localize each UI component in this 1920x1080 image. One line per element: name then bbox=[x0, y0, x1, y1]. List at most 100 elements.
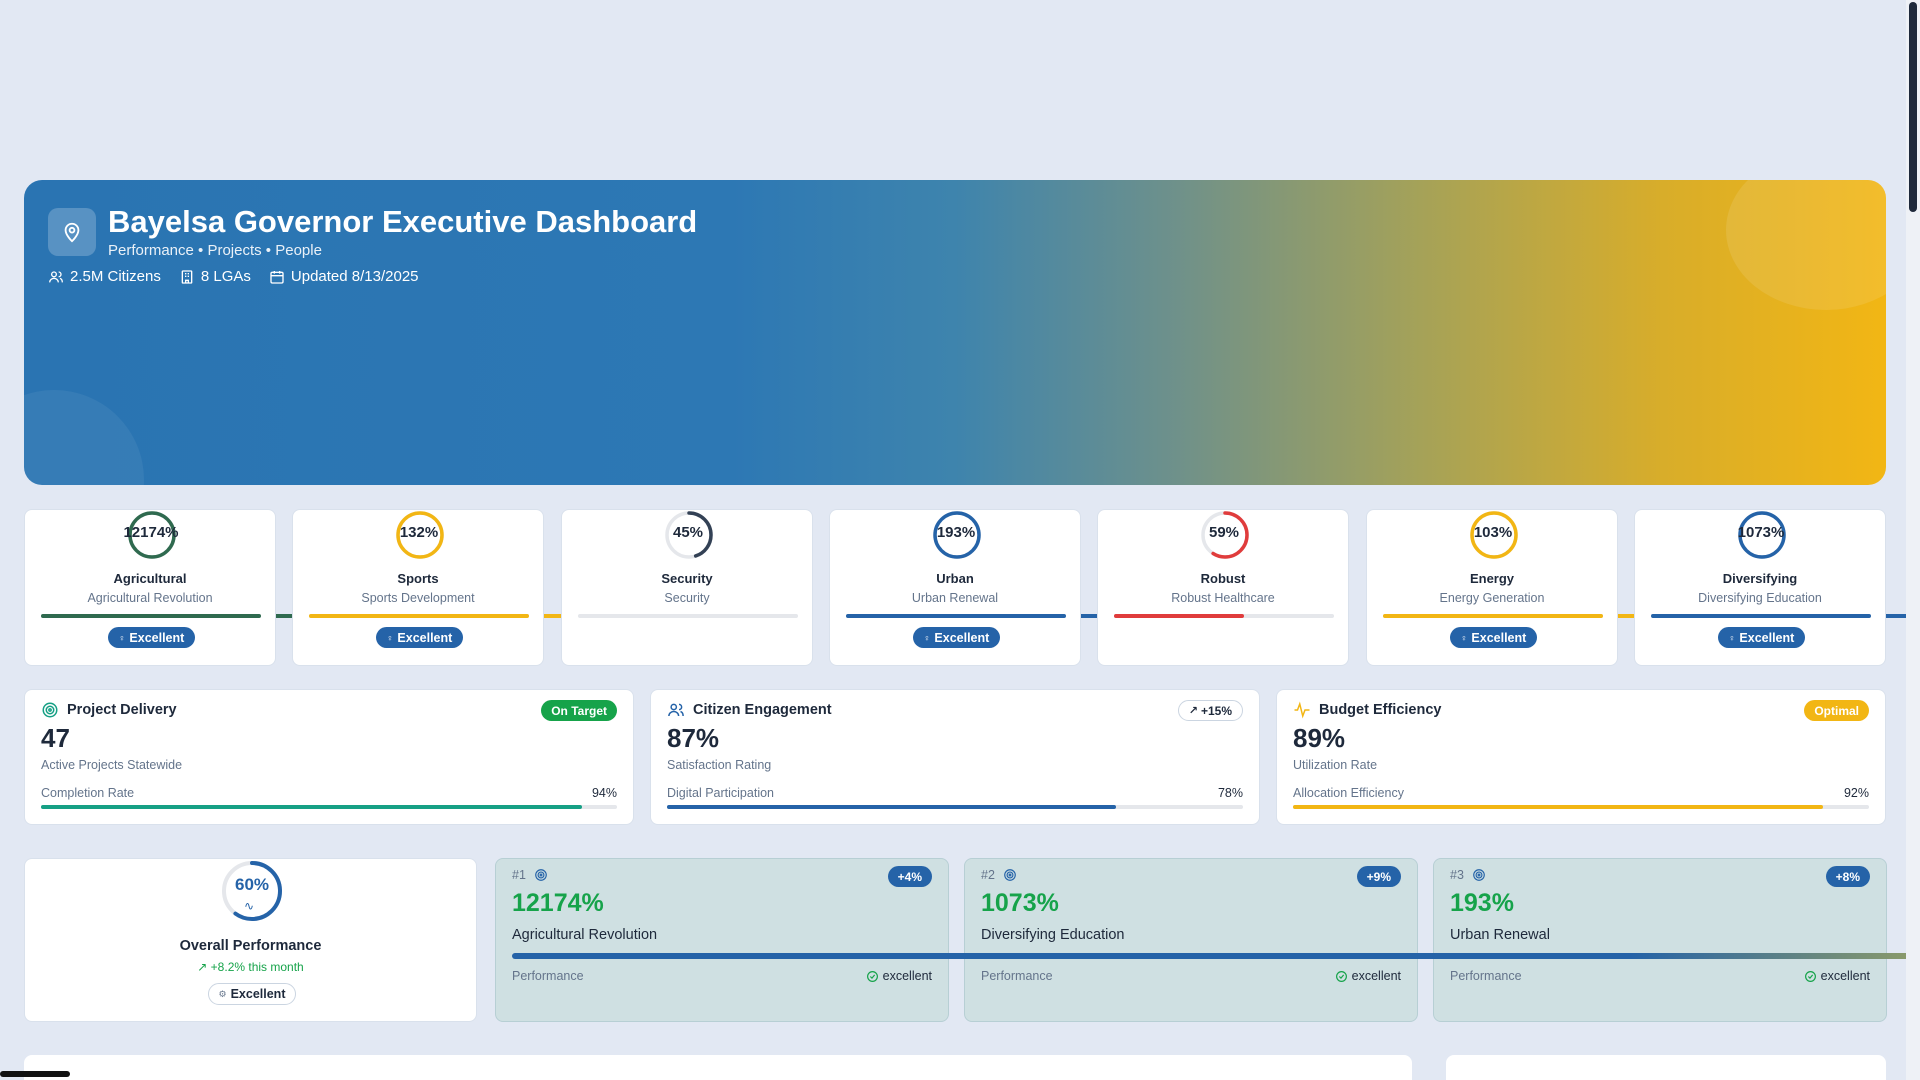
vertical-scrollbar[interactable] bbox=[1906, 0, 1920, 1080]
progress-fill bbox=[41, 805, 583, 809]
progress-overflow bbox=[1618, 614, 1636, 618]
status-badge: ♀Excellent bbox=[1450, 627, 1537, 648]
change-badge: ↗ +15% bbox=[1177, 700, 1243, 721]
overall-title: Overall Performance bbox=[179, 938, 322, 954]
overflow-progress-bar bbox=[512, 953, 1910, 959]
overall-value: 60% bbox=[234, 875, 270, 894]
overall-performance-card[interactable]: 60% ∿ Overall Performance ↗ +8.2% this m… bbox=[24, 858, 477, 1022]
category-value: 1073% bbox=[1737, 524, 1785, 541]
category-value: 132% bbox=[399, 524, 439, 541]
rating-text: excellent bbox=[882, 969, 932, 983]
progress-fill bbox=[41, 614, 261, 618]
bottom-panel-right bbox=[1446, 1055, 1886, 1080]
target-icon bbox=[1473, 869, 1485, 881]
rank-label: #2 bbox=[981, 868, 1017, 882]
page-title: Bayelsa Governor Executive Dashboard bbox=[108, 204, 698, 239]
progress-track bbox=[309, 614, 529, 618]
category-gauge bbox=[1470, 511, 1518, 559]
citizens-stat: 2.5M Citizens bbox=[48, 268, 161, 285]
target-icon bbox=[42, 702, 58, 718]
top-performer-card[interactable]: #1 +4% 12174% Agricultural Revolution Pe… bbox=[495, 858, 949, 1022]
rank-label: #3 bbox=[1450, 868, 1486, 882]
status-badge: ♀Excellent bbox=[376, 627, 463, 648]
status-badge: ♀Excellent bbox=[108, 627, 195, 648]
bottom-panel-left bbox=[24, 1055, 1412, 1080]
calendar-icon bbox=[270, 270, 284, 284]
progress-track bbox=[1383, 614, 1603, 618]
progress-track bbox=[578, 614, 798, 618]
metric-bar-label: Allocation Efficiency bbox=[1293, 786, 1404, 800]
performer-value: 12174% bbox=[512, 889, 604, 917]
status-badge-text: Excellent bbox=[1471, 630, 1527, 645]
rating-text: excellent bbox=[1351, 969, 1401, 983]
performer-name: Urban Renewal bbox=[1450, 927, 1550, 943]
check-circle-icon bbox=[1335, 970, 1347, 982]
award-icon: ♀ bbox=[1728, 632, 1736, 643]
trending-up-icon: ↗ bbox=[197, 960, 208, 974]
award-icon: ♀ bbox=[386, 632, 394, 643]
award-icon: ♀ bbox=[1460, 632, 1468, 643]
award-icon: ⚙ bbox=[218, 988, 227, 999]
progress-track bbox=[1114, 614, 1334, 618]
status-badge-text: Excellent bbox=[1739, 630, 1795, 645]
top-performer-card[interactable]: #3 +8% 193% Urban Renewal Performance ex… bbox=[1433, 858, 1887, 1022]
metric-caption: Satisfaction Rating bbox=[667, 758, 772, 772]
progress-track bbox=[667, 805, 1243, 809]
project-delivery-card[interactable]: Project Delivery On Target 47 Active Pro… bbox=[24, 689, 634, 825]
category-subtitle: Security bbox=[664, 591, 710, 605]
lgas-count: 8 LGAs bbox=[200, 268, 251, 285]
metric-bar-percent: 78% bbox=[1217, 786, 1243, 800]
progress-fill bbox=[1293, 805, 1823, 809]
performer-value: 1073% bbox=[981, 889, 1059, 917]
metric-title: Citizen Engagement bbox=[667, 701, 832, 719]
performance-label: Performance bbox=[512, 969, 584, 983]
lgas-stat: 8 LGAs bbox=[179, 268, 251, 285]
updated-date: Updated 8/13/2025 bbox=[290, 268, 419, 285]
citizen-engagement-card[interactable]: Citizen Engagement ↗ +15% 87% Satisfacti… bbox=[650, 689, 1260, 825]
progress-fill bbox=[1651, 614, 1871, 618]
category-subtitle: Diversifying Education bbox=[1698, 591, 1822, 605]
award-icon: ♀ bbox=[118, 632, 126, 643]
category-value: 12174% bbox=[123, 524, 179, 541]
overall-change: ↗ +8.2% this month bbox=[25, 960, 476, 974]
check-circle-icon bbox=[1804, 970, 1816, 982]
progress-overflow bbox=[1081, 614, 1099, 618]
progress-fill bbox=[1114, 614, 1244, 618]
metric-bar-percent: 92% bbox=[1843, 786, 1869, 800]
category-subtitle: Sports Development bbox=[361, 591, 475, 605]
status-badge-text: Excellent bbox=[397, 630, 453, 645]
updated-stat: Updated 8/13/2025 bbox=[269, 268, 419, 285]
performance-label: Performance bbox=[981, 969, 1053, 983]
header-meta: 2.5M Citizens 8 LGAs Updated 8/13/2025 bbox=[48, 268, 419, 285]
horizontal-scrollbar-thumb[interactable] bbox=[0, 1071, 70, 1077]
citizens-count: 2.5M Citizens bbox=[70, 268, 161, 285]
performance-rating: excellent bbox=[866, 969, 932, 983]
metric-title: Project Delivery bbox=[41, 701, 177, 719]
metric-value: 87% bbox=[667, 723, 720, 753]
top-performer-card[interactable]: #2 +9% 1073% Diversifying Education Perf… bbox=[964, 858, 1418, 1022]
category-value: 103% bbox=[1473, 524, 1513, 541]
check-circle-icon bbox=[866, 970, 878, 982]
category-gauge bbox=[1201, 511, 1249, 559]
scrollbar-thumb[interactable] bbox=[1909, 2, 1917, 212]
metric-title-text: Project Delivery bbox=[67, 702, 177, 718]
category-subtitle: Energy Generation bbox=[1439, 591, 1545, 605]
status-badge: ♀Excellent bbox=[1718, 627, 1805, 648]
budget-efficiency-card[interactable]: Budget Efficiency Optimal 89% Utilizatio… bbox=[1276, 689, 1886, 825]
change-badge: +9% bbox=[1356, 866, 1401, 887]
performer-value: 193% bbox=[1450, 889, 1514, 917]
map-pin-icon bbox=[48, 208, 96, 256]
progress-overflow bbox=[276, 614, 294, 618]
progress-fill bbox=[667, 805, 1117, 809]
metric-bar-label: Completion Rate bbox=[41, 786, 135, 800]
status-badge: ♀Excellent bbox=[913, 627, 1000, 648]
status-badge-text: Excellent bbox=[129, 630, 185, 645]
progress-track bbox=[1293, 805, 1869, 809]
